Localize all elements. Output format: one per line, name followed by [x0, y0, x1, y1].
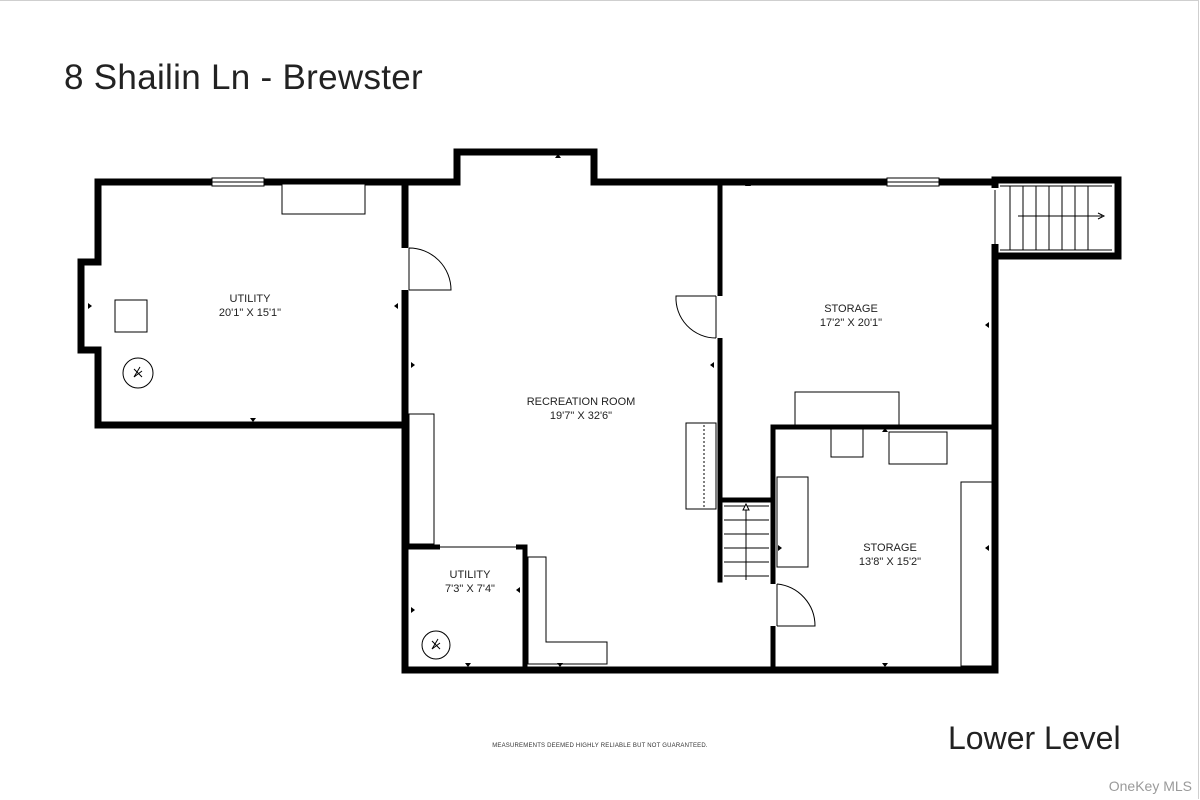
- exterior-walls: [77, 148, 1122, 674]
- room-name: UTILITY: [449, 569, 491, 581]
- stairs: [724, 185, 1112, 580]
- windows: [211, 177, 940, 187]
- room-dimensions: 17'2" X 20'1": [819, 317, 883, 329]
- disclaimer: MEASUREMENTS DEEMED HIGHLY RELIABLE BUT …: [492, 743, 708, 749]
- wall-main-outer: [401, 148, 999, 674]
- room-label-utility-small: UTILITY 7'3" X 7'4": [445, 568, 495, 596]
- page-title: 8 Shailin Ln - Brewster: [64, 58, 424, 97]
- room-name: STORAGE: [863, 542, 917, 554]
- room-dimensions: 7'3" X 7'4": [445, 583, 495, 595]
- dimension-ticks: [88, 154, 989, 667]
- wall-stair-bump: [991, 176, 1122, 260]
- wall-utility-left: [77, 178, 409, 429]
- room-label-utility-main: UTILITY 20'1" X 15'1": [219, 292, 281, 320]
- room-label-storage-lower: STORAGE 13'8" X 15'2": [859, 541, 921, 569]
- room-name: UTILITY: [229, 293, 271, 305]
- level-label: Lower Level: [948, 720, 1121, 756]
- room-name: STORAGE: [824, 303, 878, 315]
- watermark: OneKey MLS: [1108, 778, 1192, 794]
- room-name: RECREATION ROOM: [526, 396, 636, 408]
- doors: [401, 188, 1000, 627]
- room-dimensions: 13'8" X 15'2": [858, 556, 922, 568]
- room-dimensions: 20'1" X 15'1": [218, 307, 282, 319]
- room-dimensions: 19'7" X 32'6": [549, 410, 613, 422]
- room-label-recreation-room: RECREATION ROOM 19'7" X 32'6": [527, 395, 636, 423]
- room-label-storage-upper: STORAGE 17'2" X 20'1": [820, 302, 882, 330]
- fixtures: [114, 183, 993, 667]
